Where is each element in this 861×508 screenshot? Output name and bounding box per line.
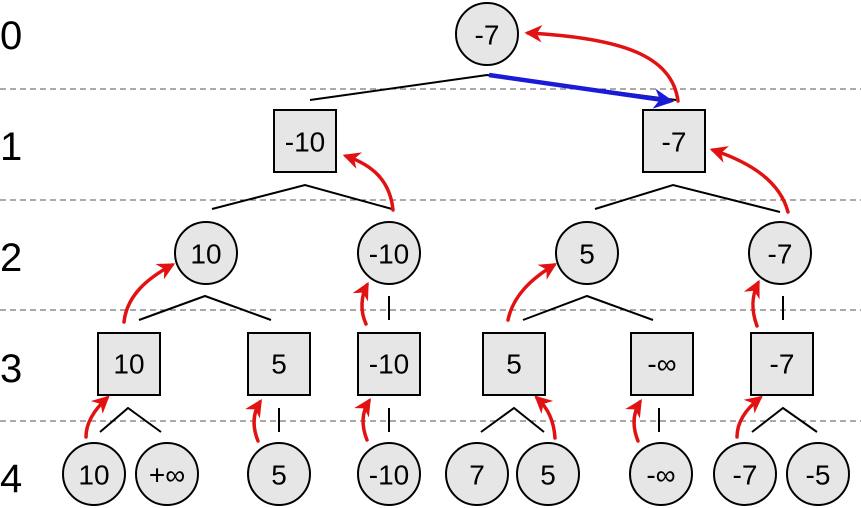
node-d2-b [357,221,421,285]
best-move-arrow [488,72,675,109]
backup-arrows [84,25,790,443]
backup-arrow [342,152,395,212]
node-d4-c [247,442,311,506]
node-d4-b [135,442,199,506]
tree-nodes [62,2,850,506]
depth-dividers [0,88,861,422]
backup-arrow [735,395,763,439]
node-value-d3-f: -7 [770,349,795,380]
node-values: -7 -10 -7 10 -10 5 -7 10 5 -10 5 -∞ -7 1… [78,20,830,491]
node-value-d3-b: 5 [271,349,287,380]
node-d4-d [357,442,421,506]
node-d4-e [445,442,509,506]
depth-label-1: 1 [0,125,22,169]
backup-arrow [122,263,176,324]
depth-label-0: 0 [0,14,22,58]
node-d3-a [97,332,161,396]
depth-label-4: 4 [0,457,22,501]
node-value-d4-f: 5 [540,460,556,491]
edge-d2-c [522,294,654,321]
node-d3-f [750,332,814,396]
edge-d1-right [594,183,781,213]
node-value-d3-c: -10 [369,349,409,380]
node-d1-right [642,109,706,173]
node-d2-a [174,221,238,285]
node-value-d4-b: +∞ [149,460,185,491]
node-d4-f [516,442,580,506]
node-value-d4-i: -5 [806,460,831,491]
node-d4-a [62,442,126,506]
node-d3-e [630,332,694,396]
backup-arrow [709,146,790,214]
backup-arrow [524,25,680,103]
node-d3-d [482,332,546,396]
depth-labels: 0 1 2 3 4 [0,14,22,501]
node-value-d4-g: -∞ [646,460,675,491]
node-value-d4-a: 10 [78,460,109,491]
node-value-d2-d: -7 [768,239,793,270]
node-d1-left [273,109,337,173]
node-d4-g [629,442,693,506]
node-value-d1-left: -10 [285,127,325,158]
node-value-d4-d: -10 [369,460,409,491]
node-value-d4-h: -7 [733,460,758,491]
node-value-d2-c: 5 [579,239,595,270]
node-d4-i [786,442,850,506]
depth-label-3: 3 [0,347,22,391]
node-value-d4-c: 5 [271,460,287,491]
backup-arrow [354,398,371,442]
node-value-root: -7 [475,20,500,51]
node-d3-c [357,332,421,396]
node-value-d3-a: 10 [113,349,144,380]
edge-d3-a [99,406,162,433]
node-value-d3-e: -∞ [647,349,676,380]
backup-arrow [84,395,110,439]
edge-d2-a [138,294,272,321]
edge-d3-d [480,406,545,433]
node-value-d2-b: -10 [369,239,409,270]
node-value-d2-a: 10 [190,239,221,270]
backup-arrow [625,399,642,443]
node-d2-c [555,221,619,285]
node-d4-h [713,442,777,506]
backup-arrow [743,279,760,328]
node-value-d1-right: -7 [662,127,687,158]
edge-d3-f [751,406,818,433]
node-value-d4-e: 7 [469,460,485,491]
backup-arrow [506,263,557,322]
node-root [455,2,519,66]
node-value-d3-d: 5 [506,349,522,380]
depth-label-2: 2 [0,236,22,280]
backup-arrow [352,281,369,326]
backup-arrow [245,399,262,443]
backup-arrow [534,395,557,440]
edge-d1-left [211,183,393,210]
node-d2-d [748,221,812,285]
node-d3-b [247,332,311,396]
